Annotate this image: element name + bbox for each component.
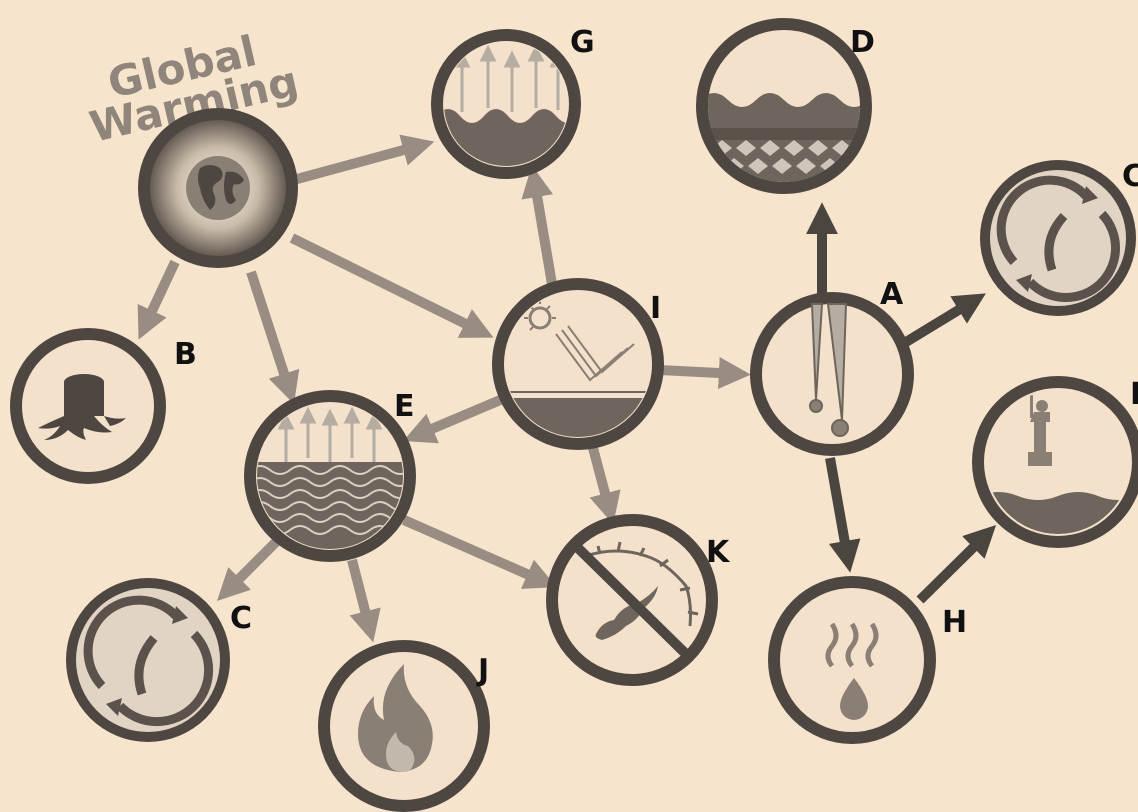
arrow-a-to-h [825, 457, 861, 573]
arrows [137, 134, 997, 643]
label-g: G [570, 25, 595, 60]
melting-ice-icon [809, 303, 849, 437]
global-warming-node [138, 108, 298, 268]
fire-icon [358, 664, 433, 772]
node-a: A [750, 277, 914, 456]
label-c-left: C [230, 601, 252, 636]
label-k: K [706, 535, 731, 570]
arrow-e-to-k [401, 515, 557, 589]
arrow-i-to-e [403, 393, 507, 444]
node-k: K [546, 514, 731, 686]
node-g: G [431, 25, 595, 179]
label-b: B [174, 337, 197, 372]
arrow-global-warming-to-e [246, 270, 300, 405]
node-d: D [696, 18, 875, 194]
globe-icon [186, 156, 250, 220]
arrow-a-to-c [903, 293, 986, 347]
label-f: F [1130, 377, 1138, 412]
arrow-global-warming-to-b [137, 259, 180, 340]
label-j: J [476, 653, 489, 688]
label-h: H [942, 605, 967, 640]
node-b: B [10, 328, 197, 484]
label-d: D [850, 25, 875, 60]
cycle-arrows-icon-bottom [83, 595, 214, 727]
ocean-layers-icon [708, 93, 860, 182]
arrow-global-warming-to-g [284, 134, 435, 187]
arrow-i-to-a [659, 357, 751, 389]
no-marine-life-icon [574, 541, 699, 660]
label-c-right: C [1122, 159, 1138, 194]
label-e: E [394, 389, 415, 424]
tree-stump-icon [38, 374, 126, 440]
label-a: A [880, 277, 904, 312]
arrow-e-to-j [347, 558, 381, 643]
node-e: E [244, 389, 416, 562]
node-c-left: C [66, 578, 252, 742]
arrow-i-to-g [521, 165, 557, 285]
node-h: H [768, 576, 967, 744]
arrow-global-warming-to-i [289, 233, 494, 338]
arrow-h-to-f [916, 525, 997, 604]
cycle-arrows-icon [996, 175, 1120, 303]
node-j: J [318, 640, 490, 812]
arrow-e-to-c [216, 538, 280, 602]
node-i: I [492, 278, 664, 450]
evaporation-drop-icon [825, 622, 879, 720]
arrow-i-to-k [588, 446, 621, 525]
node-f: F [972, 376, 1138, 548]
node-c-right: C [980, 159, 1138, 316]
label-i: I [650, 291, 661, 326]
